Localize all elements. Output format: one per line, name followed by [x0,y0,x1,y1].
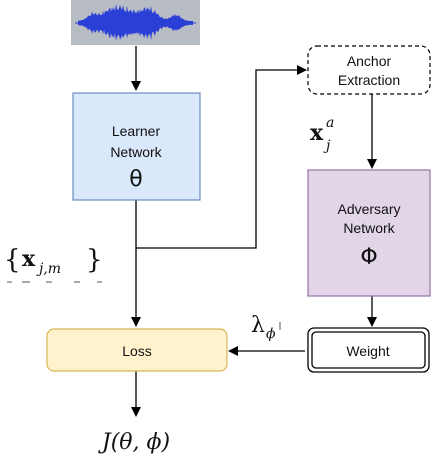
weight-node: Weight [307,327,430,373]
anchor-label-line2: Extraction [338,72,400,88]
x-set-base: x [22,246,36,272]
lambda-base: λ [251,313,265,338]
adversary-label-line1: Adversary [337,201,400,217]
learner-label-line1: Learner [112,123,161,139]
anchor-label-line1: Anchor [347,53,392,69]
embedding-set-label: { x j,m } [4,245,103,283]
x-set-close: } [86,245,103,275]
objective-label: J(θ, ϕ) [98,430,170,455]
lambda-sub: ϕ [266,326,276,342]
connectors [131,46,377,417]
x-anchor-sup: a [326,115,334,131]
learner-param-theta: θ [129,167,142,192]
loss-label: Loss [122,343,152,359]
anchor-embedding-label: x a j [310,115,334,154]
x-anchor-sub: j [323,138,331,154]
weight-label: Weight [346,343,389,359]
learner-network-node: Learner Network θ [72,92,201,201]
learner-label-line2: Network [110,144,162,160]
anchor-extraction-node: Anchor Extraction [307,45,431,95]
adversary-network-node: Adversary Network Φ [307,169,431,297]
adversary-param-phi: Φ [360,245,377,270]
x-set-open: { [4,245,21,275]
adversary-label-line2: Network [343,220,395,236]
audio-waveform-image [71,0,200,45]
loss-node: Loss [46,328,228,372]
x-anchor-base: x [310,120,324,146]
lambda-weight-label: λ ϕ [251,313,281,342]
arrow-learner-to-anchor [136,65,307,249]
x-set-sub: j,m [36,261,61,277]
